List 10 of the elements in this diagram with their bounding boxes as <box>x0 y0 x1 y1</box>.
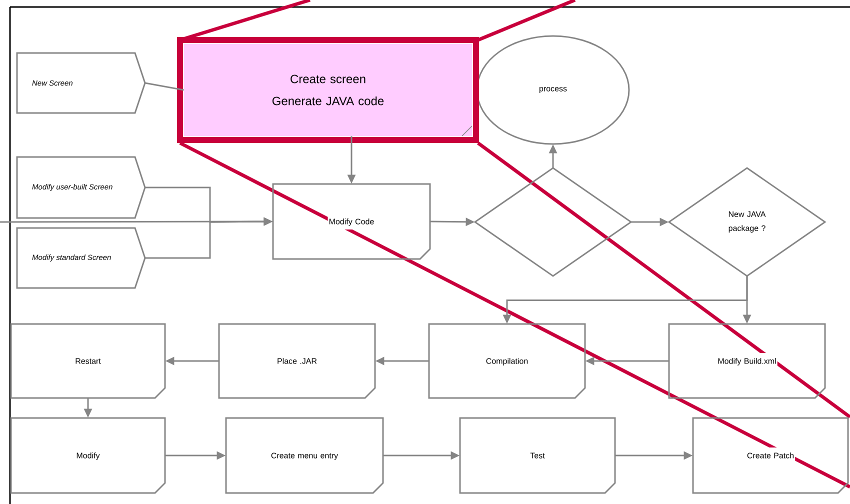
process-box: Create screen Generate JAVA code <box>184 44 472 136</box>
note-box: Modify Build.xml <box>668 323 826 399</box>
note-box: Compilation <box>428 323 586 399</box>
note-box: Restart <box>10 323 166 399</box>
note-box: Place .JAR <box>218 323 376 399</box>
note-box: Create menu entry <box>225 417 384 494</box>
note-box: Create Patch <box>692 417 849 494</box>
note-box: Test <box>459 417 616 494</box>
note-box: Modify Code <box>272 183 431 260</box>
note-box: Modify <box>10 417 166 494</box>
